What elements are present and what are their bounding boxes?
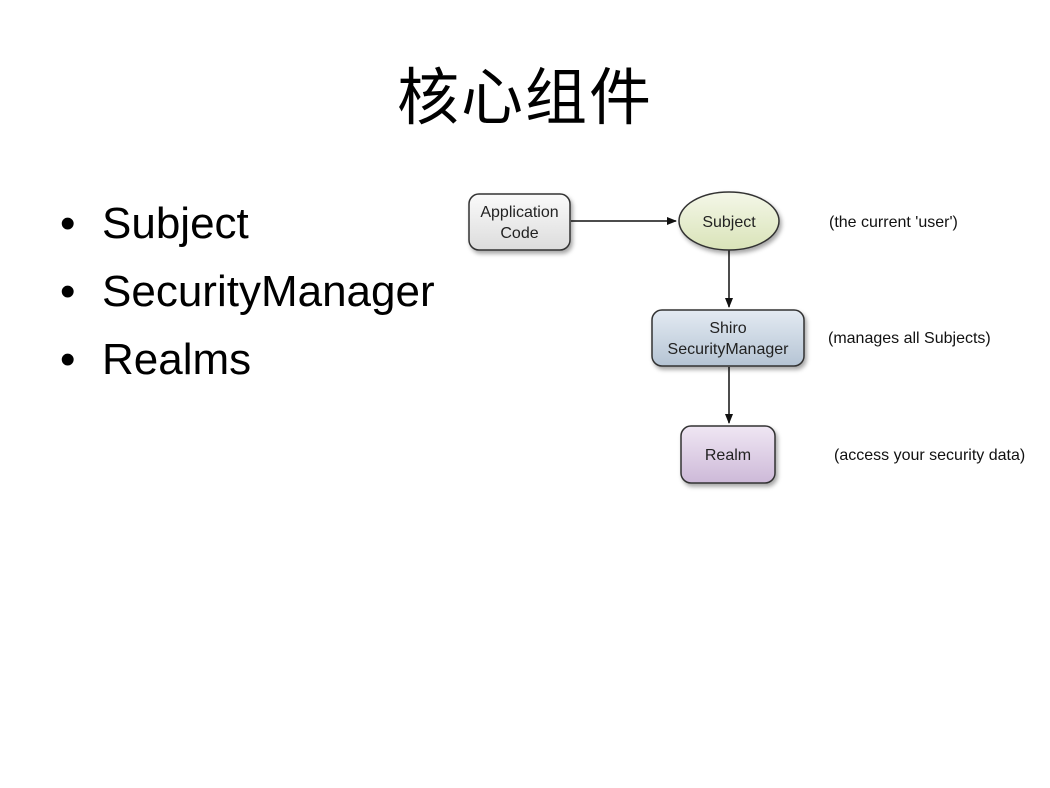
node-security-manager-line1: Shiro <box>709 320 746 337</box>
note-subject: (the current 'user') <box>829 214 958 231</box>
node-realm-label: Realm <box>705 447 751 464</box>
node-application-code-line1: Application <box>480 204 558 221</box>
node-realm: Realm <box>680 425 776 484</box>
bullet-text: SecurityManager <box>102 267 435 316</box>
node-subject-label: Subject <box>702 214 756 231</box>
node-subject: Subject <box>678 191 780 251</box>
bullet-list: • Subject • SecurityManager • Realms <box>60 190 435 394</box>
node-application-code: Application Code <box>468 193 571 251</box>
bullet-text: Realms <box>102 335 252 384</box>
bullet-text: Subject <box>102 199 249 248</box>
node-application-code-line2: Code <box>500 225 538 242</box>
bullet-dot-icon: • <box>60 335 76 384</box>
node-security-manager-line2: SecurityManager <box>668 341 790 358</box>
note-realm: (access your security data) <box>834 447 1025 464</box>
node-security-manager: Shiro SecurityManager <box>651 309 805 367</box>
bullet-item-subject: • Subject <box>60 190 435 258</box>
bullet-dot-icon: • <box>60 267 76 316</box>
bullet-dot-icon: • <box>60 199 76 248</box>
slide-title: 核心组件 <box>396 61 653 134</box>
bullet-item-security-manager: • SecurityManager <box>60 258 435 326</box>
bullet-item-realms: • Realms <box>60 326 435 394</box>
note-security-manager: (manages all Subjects) <box>828 330 991 347</box>
